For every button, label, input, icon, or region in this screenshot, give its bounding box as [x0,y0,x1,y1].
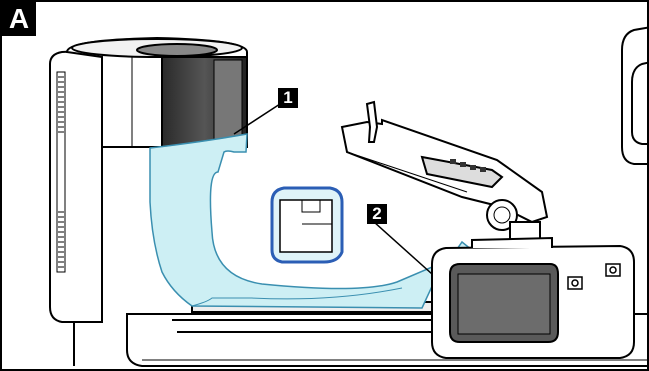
control-panel [432,238,634,358]
adjacent-unit-outline [622,27,649,164]
gantry-column [50,50,102,366]
highlighted-accessory [272,188,342,262]
panel-label: A [2,2,36,36]
callout-2: 2 [367,204,387,224]
compression-arm [342,102,547,252]
callout-1: 1 [278,88,298,108]
